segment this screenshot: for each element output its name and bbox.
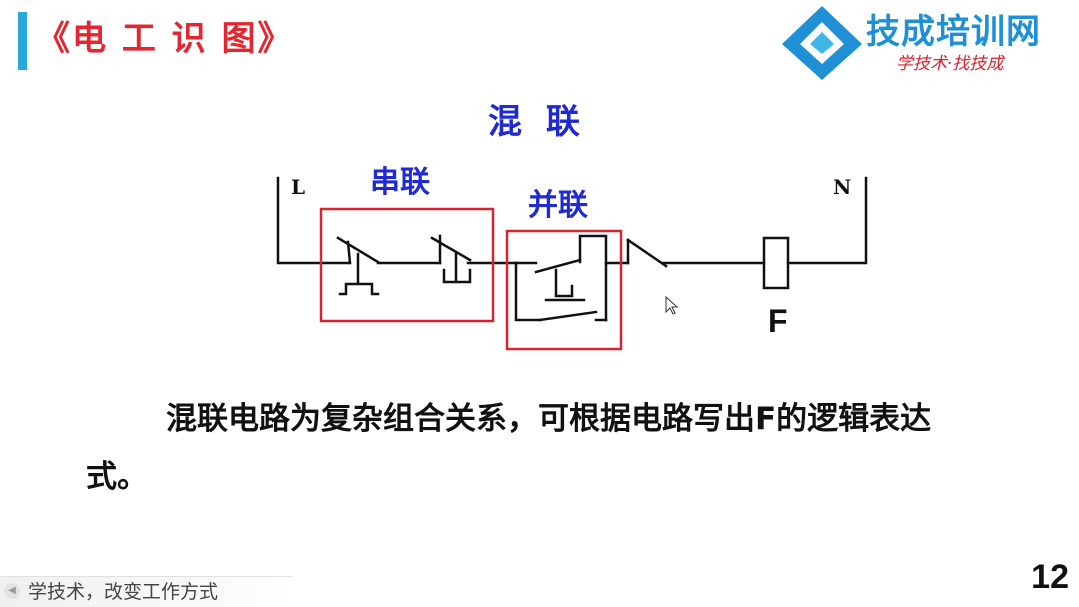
logo-name: 技成培训网 [866,12,1041,52]
series-switch-2-actuator [442,252,472,284]
parallel-switch-bottom-blade [538,310,598,322]
parallel-switch-top-blade [534,258,582,274]
parallel-group-box [505,229,623,351]
logo-diamond-icon [782,6,862,80]
wire-left-rail [276,176,350,265]
series-switch-2-blade [430,236,472,262]
body-text: 混联电路为复杂组合关系，可根据电路写出F的逻辑表达式。 [86,401,932,495]
footer-bar: ◀ 学技术，改变工作方式 [0,576,292,607]
label-output-f: F [768,303,788,339]
slide-title: 《电 工 识 图》 [36,19,294,59]
diagram-title: 混 联 [488,102,586,142]
label-n: N [833,175,851,199]
label-l: L [291,175,305,199]
mouse-cursor-icon [665,295,679,315]
label-series: 串联 [370,165,430,200]
brand-logo: 技成培训网 学技术·找技成 [778,4,1078,84]
wire-right-rail [786,176,868,265]
parallel-right-rail [578,234,608,322]
page-number: 12 [1031,558,1069,596]
series-switch-1-actuator [338,252,380,296]
parallel-left-rail [514,261,542,322]
coil-f-symbol [762,236,790,290]
series-group-box [319,207,495,323]
label-parallel: 并联 [528,188,588,223]
prev-slide-icon[interactable]: ◀ [4,583,20,599]
logo-slogan: 学技术·找技成 [896,54,1004,74]
footer-text: 学技术，改变工作方式 [28,581,219,603]
switch-4-blade [626,238,668,268]
parallel-switch-top-actuator [544,268,586,302]
series-switch-1-blade [336,236,380,264]
title-accent-bar [18,12,27,70]
